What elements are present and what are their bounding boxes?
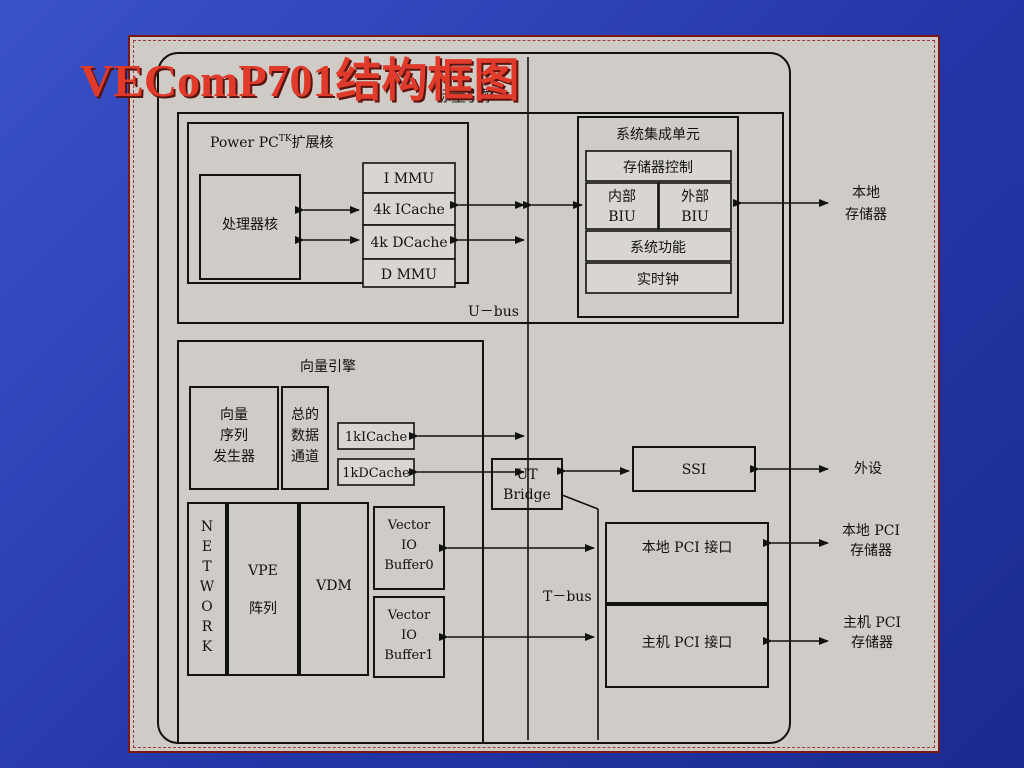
local-pci-mem-label-2: 存储器 [850,543,892,559]
vector-seq-gen-label-2: 序列 [220,428,248,444]
memory-control-box [585,150,732,182]
scalar-engine-label: 标量引擎 [436,87,496,105]
scalar-engine-block [177,112,784,324]
host-pci-mem-label-2: 存储器 [851,635,893,651]
network-letter: R [202,619,213,635]
vdm-box [299,502,369,676]
total-data-channel-label-3: 通道 [291,449,319,465]
internal-biu-label-2: BIU [608,209,636,225]
internal-biu-label-1: 内部 [608,189,636,205]
vio-buffer1-label-3: Buffer1 [384,648,433,663]
vpe-array-label: 阵列 [249,601,277,617]
ut-tbus-link [561,494,599,510]
vpe-label: VPE [247,563,278,579]
ut-bridge-label-1: UT [516,467,538,483]
network-letter: E [202,539,212,555]
vio-buffer1-label-2: IO [401,628,417,643]
processor-core-label: 处理器核 [222,217,278,233]
host-pci-if-box [605,604,769,688]
ut-bridge-box [491,458,563,510]
dmmu-box [362,258,456,288]
network-letters: N E T W O R K [200,519,215,655]
total-data-channel-label-2: 数据 [291,428,319,444]
vpe-box [227,502,299,676]
dcache-label: 4k DCache [370,235,447,251]
icache-label: 4k ICache [373,202,445,218]
vio-buffer0-label-2: IO [401,538,417,553]
local-storage-label-1: 本地 [852,185,880,201]
host-pci-if-label: 主机 PCI 接口 [642,634,733,651]
sys-integration-label: 系统集成单元 [616,126,700,143]
host-pci-mem-label-1: 主机 PCI [843,615,901,631]
external-biu-label-1: 外部 [681,189,709,205]
memory-control-label: 存储器控制 [623,160,693,176]
ubus-label: U－bus [468,304,519,320]
immu-label: I MMU [384,171,435,187]
sys-integration-block [577,116,739,318]
local-pci-if-label: 本地 PCI 接口 [642,539,733,556]
dmmu-label: D MMU [381,267,437,283]
local-pci-if-box [605,522,769,604]
vio-buffer0-label-3: Buffer0 [384,558,433,573]
rtc-label: 实时钟 [637,271,679,288]
vector-seq-gen-label-3: 发生器 [213,449,255,465]
external-biu-label-2: BIU [681,209,709,225]
network-letter: K [202,639,213,655]
total-data-channel-label-1: 总的 [291,407,319,423]
vio-buffer1-label-1: Vector [387,608,431,623]
ut-bridge-label-2: Bridge [503,487,551,503]
vdm-label: VDM [315,578,352,594]
system-function-label: 系统功能 [630,240,686,256]
network-letter: O [201,599,212,615]
ssi-label: SSI [682,462,706,478]
vector-seq-gen-box [189,386,279,490]
vio-buffer0-label-1: Vector [387,518,431,533]
kdcache-label: 1kDCache [342,466,410,481]
vector-engine-label: 向量引擎 [300,359,356,375]
kicache-box [337,422,415,450]
processor-core-box [199,174,301,280]
network-letter: N [201,519,213,535]
powerpc-label: Power PCTK扩展核 [210,134,334,151]
local-storage-label-2: 存储器 [845,207,887,223]
system-function-box [585,230,732,262]
kicache-label: 1kICache [345,430,408,445]
tbus-label: T－bus [543,589,592,605]
local-pci-mem-label-1: 本地 PCI [842,523,900,539]
total-data-channel-box [281,386,329,490]
immu-box [362,162,456,194]
peripheral-label: 外设 [854,461,882,477]
rtc-box [585,262,732,294]
vector-engine-block [177,340,484,744]
architecture-diagram: 标量引擎 Power PCTK扩展核 处理器核 I MMU 4k ICache … [157,52,901,744]
external-biu-box [658,182,732,230]
network-letter: W [200,579,215,595]
kdcache-box [337,458,415,486]
internal-biu-box [585,182,659,230]
page-title: VEComP701结构框图 [80,55,520,106]
network-box [187,502,227,676]
network-letter: T [202,559,212,575]
vector-seq-gen-label-1: 向量 [220,407,248,423]
